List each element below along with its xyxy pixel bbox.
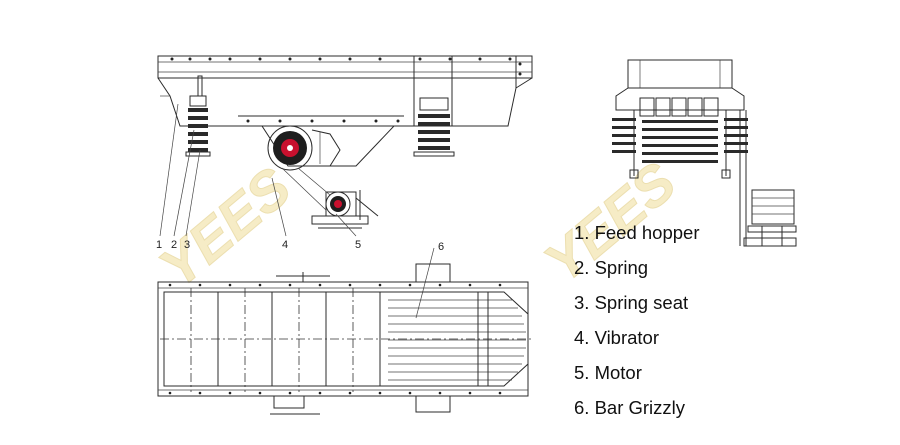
svg-text:YEES: YEES	[147, 155, 302, 299]
legend-item-feed-hopper: 1. Feed hopper	[574, 222, 700, 243]
legend-item-spring-seat: 3. Spring seat	[574, 292, 689, 313]
end-elevation-view	[612, 59, 797, 247]
end-view-motor	[743, 189, 797, 247]
bar-grizzly	[379, 291, 529, 387]
end-view-bars	[639, 97, 719, 117]
legend-item-spring: 2. Spring	[574, 257, 649, 278]
callout-6: 6	[438, 241, 444, 253]
leader-lines	[159, 103, 435, 319]
callout-1: 1	[156, 239, 162, 251]
legend-item-motor: 5. Motor	[574, 362, 642, 383]
callout-4: 4	[282, 239, 288, 251]
plan-view	[157, 263, 534, 415]
callout-2: 2	[171, 239, 177, 251]
legend-item-vibrator: 4. Vibrator	[574, 327, 660, 348]
left-spring	[188, 108, 208, 152]
callout-5: 5	[355, 239, 361, 251]
watermark-left: YEES	[147, 154, 303, 299]
motor	[311, 190, 379, 229]
end-view-springs	[612, 118, 748, 163]
vibrator	[267, 125, 341, 171]
legend-item-bar-grizzly: 6. Bar Grizzly	[574, 397, 686, 418]
plan-bolt-row	[168, 283, 502, 395]
side-elevation-view: 1 2 3 4 5 6	[156, 55, 533, 319]
side-bolt-row	[170, 57, 522, 123]
legend: 1. Feed hopper 2. Spring 3. Spring seat …	[574, 220, 699, 430]
right-spring	[418, 114, 450, 150]
callout-3: 3	[184, 239, 190, 251]
